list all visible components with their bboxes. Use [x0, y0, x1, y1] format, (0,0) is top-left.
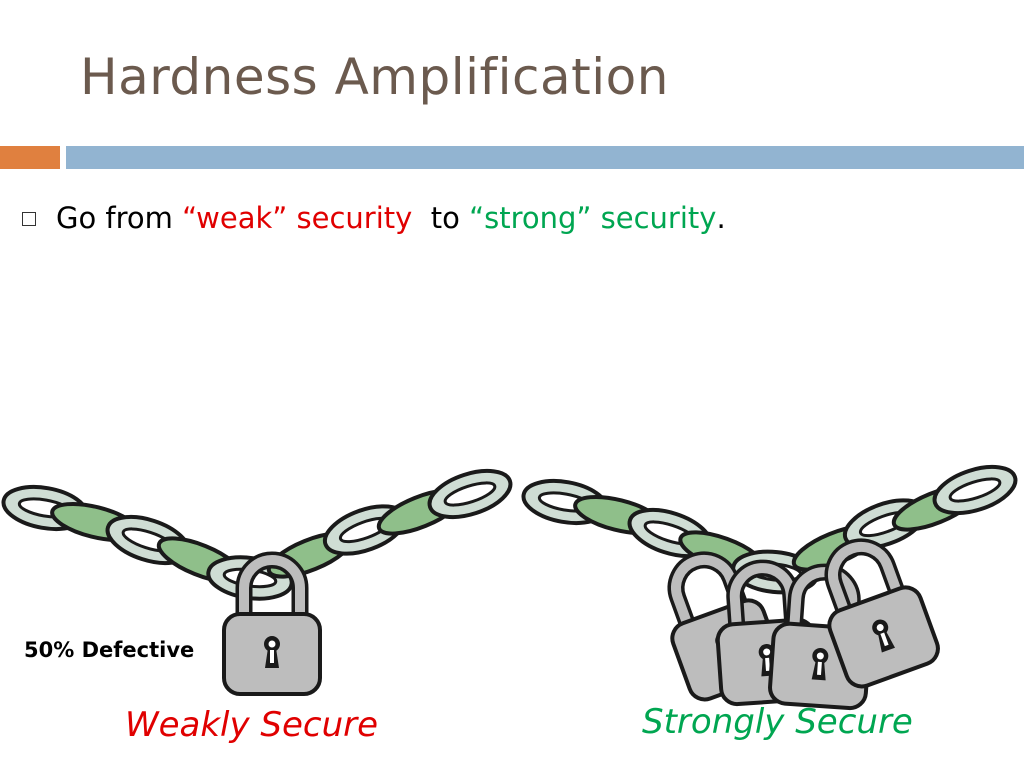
- accent-bar-orange: [0, 146, 60, 169]
- bullet-middle: to: [412, 201, 470, 235]
- strong-caption: Strongly Secure: [642, 702, 913, 742]
- bullet-item: Go from “weak” security to “strong” secu…: [22, 196, 726, 240]
- bullet-suffix: .: [716, 201, 726, 235]
- defective-label: 50% Defective: [24, 638, 195, 662]
- square-bullet-icon: [22, 212, 36, 226]
- slide-title: Hardness Amplification: [80, 48, 669, 106]
- weak-security-text: “weak” security: [182, 201, 413, 235]
- weak-chain: [0, 460, 519, 606]
- bullet-prefix: Go from: [56, 201, 183, 235]
- accent-bar-blue: [66, 146, 1024, 169]
- weak-caption: Weakly Secure: [125, 705, 379, 745]
- strong-security-text: “strong” security: [469, 201, 717, 235]
